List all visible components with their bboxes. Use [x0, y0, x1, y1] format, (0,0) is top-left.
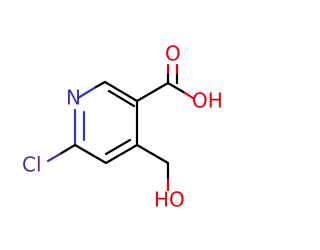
bond-n-c2 — [76, 85, 98, 100]
bond-c3-ccarboxyl — [135, 81, 170, 103]
bond-c6-cl-colored — [46, 152, 62, 163]
bond-c-oh-red — [183, 91, 195, 100]
molecule-diagram: N Cl O OH HO — [22, 42, 223, 212]
bond-c4-ch2 — [135, 143, 170, 165]
atom-label-oh-acid: OH — [192, 89, 223, 113]
bond-c2-c3 — [103, 80, 139, 103]
bond-c4-c5-inner — [104, 138, 132, 156]
structure-svg: N Cl O OH HO — [22, 42, 223, 212]
bond-c4-c5 — [104, 143, 139, 165]
bond-n-c2-black — [94, 80, 107, 89]
atom-label-n: N — [66, 86, 81, 110]
atom-label-cl: Cl — [22, 153, 42, 177]
bond-c2-c3-inner — [107, 89, 136, 108]
bond-c5-c6 — [73, 143, 108, 165]
bond-c-oh — [166, 81, 187, 95]
atom-label-o-carbonyl: O — [165, 42, 181, 66]
bond-c6-cl — [58, 143, 77, 156]
atom-label-ho-alcohol: HO — [154, 188, 185, 212]
